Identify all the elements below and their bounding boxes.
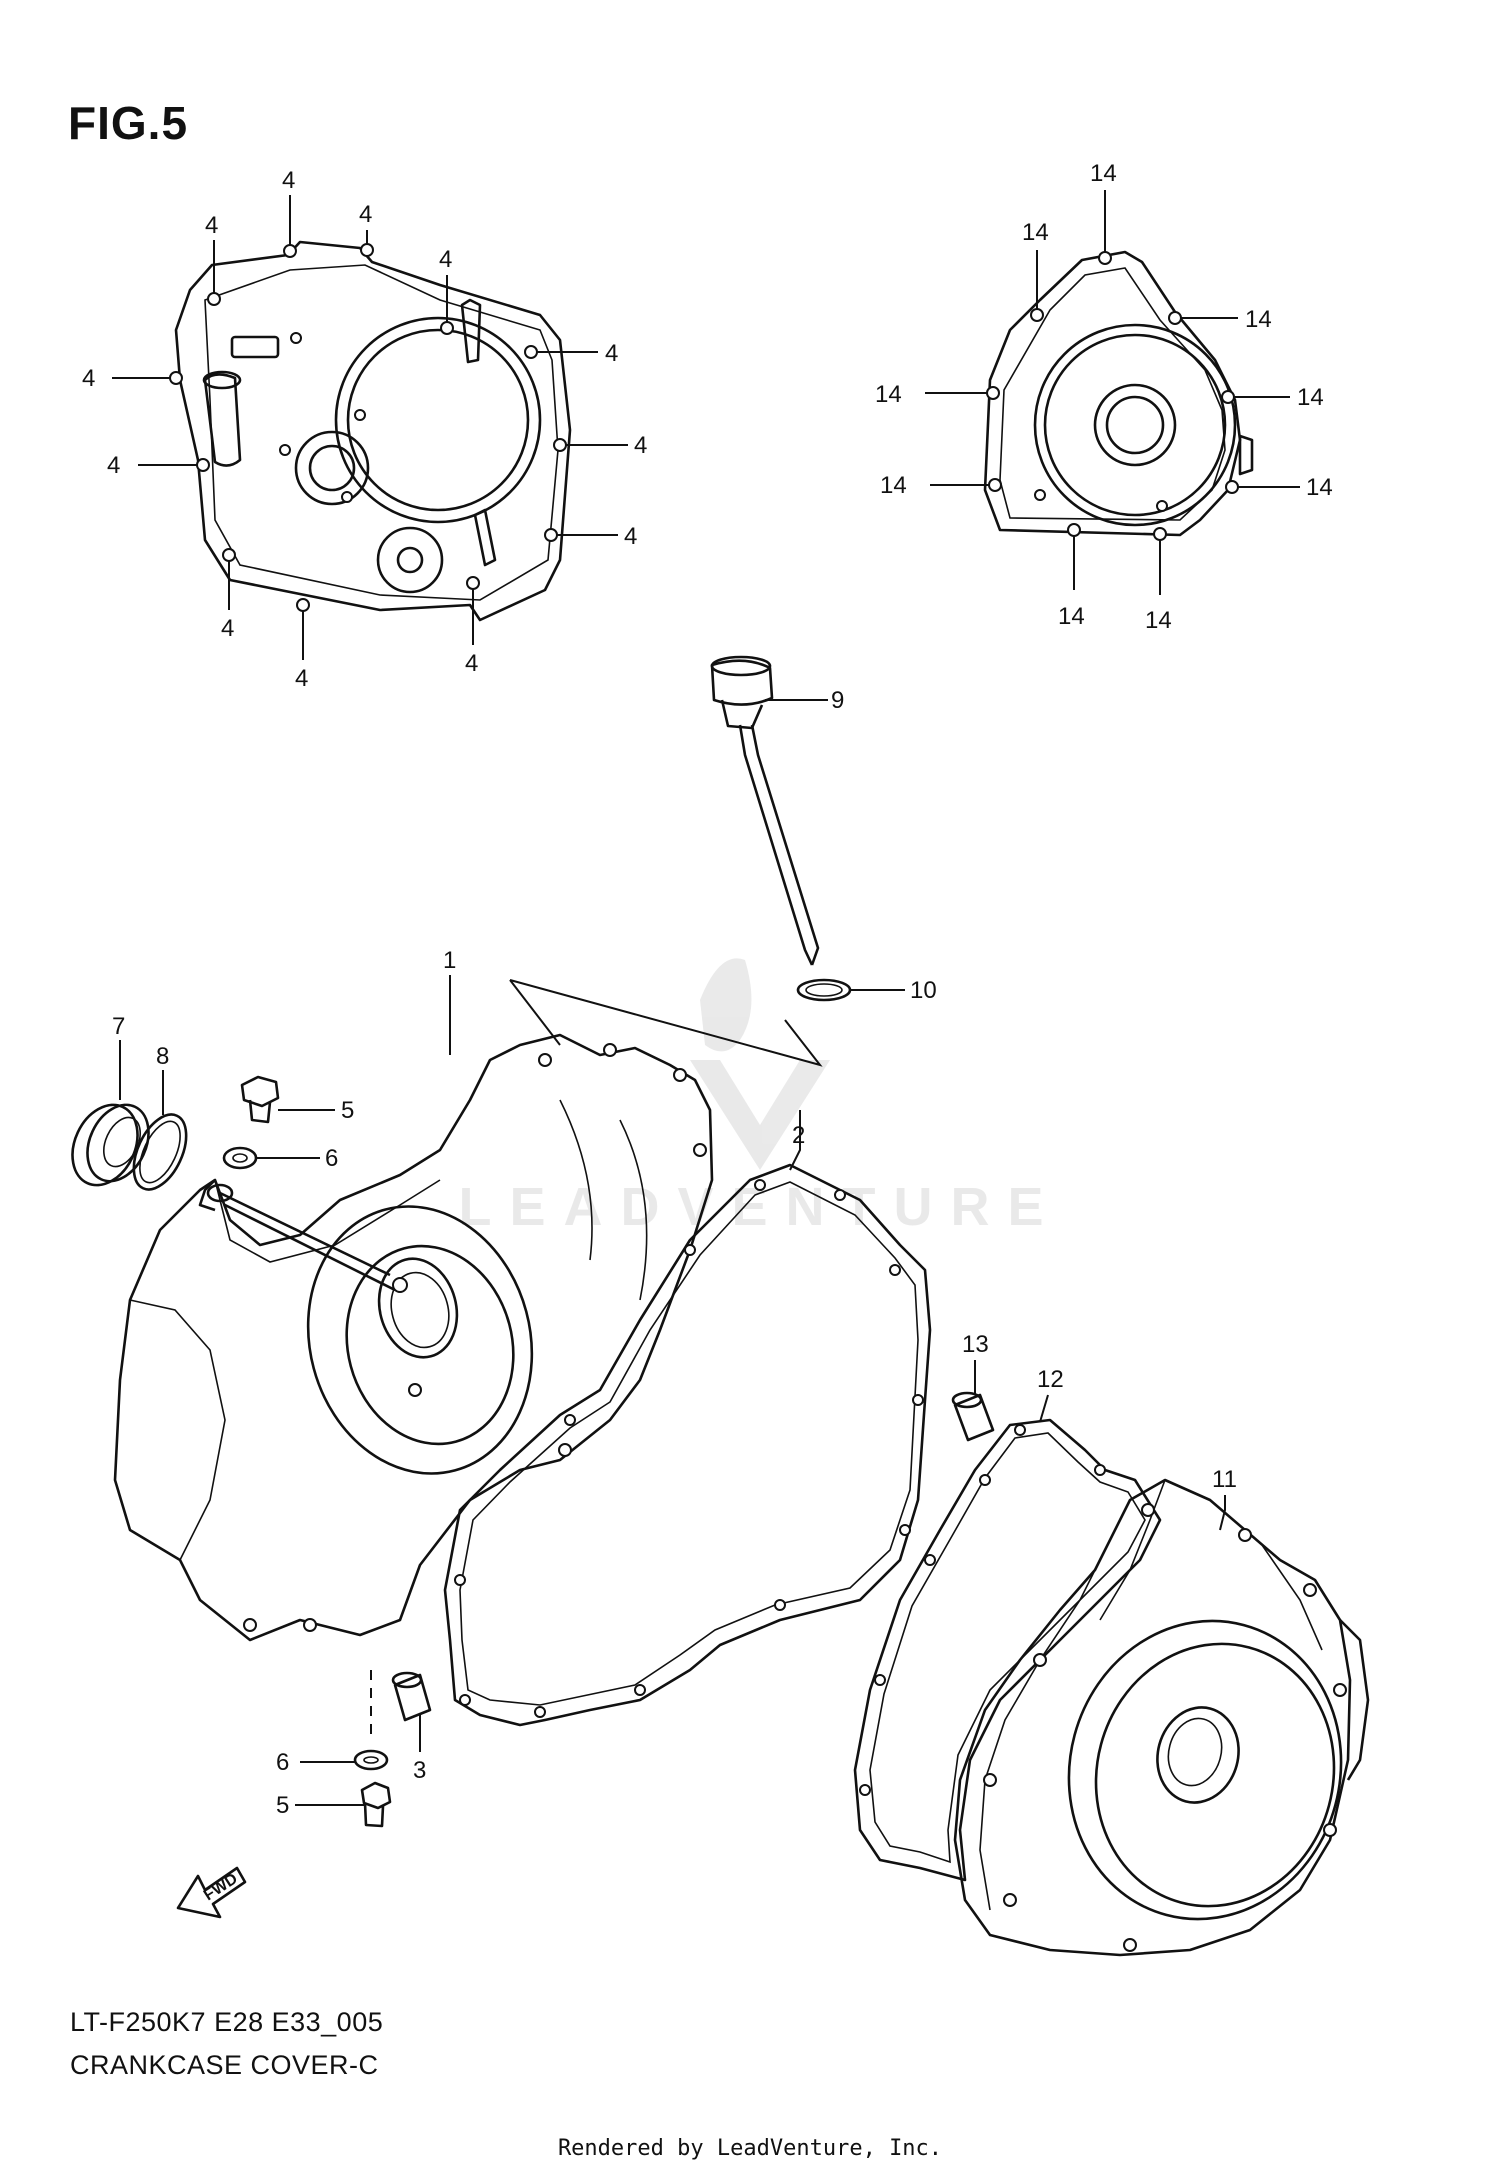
dowel-pin-right [951, 1360, 995, 1442]
callout-14: 14 [1090, 160, 1117, 187]
callout-4: 4 [221, 615, 234, 642]
callout-14: 14 [880, 472, 907, 499]
crankcase-cover [113, 975, 714, 1642]
callout-4: 4 [82, 365, 95, 392]
callout-4: 4 [624, 523, 637, 550]
gasket-washer [222, 1146, 320, 1170]
magneto-cover-gasket [853, 1394, 1162, 1882]
callout-4: 4 [359, 201, 372, 228]
callout-14: 14 [1306, 474, 1333, 501]
magneto-cover [953, 1478, 1370, 1957]
figure-title: FIG.5 [68, 97, 189, 149]
callout-14: 14 [1297, 384, 1324, 411]
callout-7: 7 [112, 1013, 125, 1040]
callout-4: 4 [205, 212, 218, 239]
callout-6: 6 [276, 1749, 289, 1776]
dowel-pin-left [391, 1671, 432, 1752]
callout-4: 4 [295, 665, 308, 692]
callout-8: 8 [156, 1043, 169, 1070]
callout-4: 4 [282, 167, 295, 194]
callout-14: 14 [1058, 603, 1085, 630]
callout-12: 12 [1037, 1366, 1064, 1393]
callout-5: 5 [276, 1792, 289, 1819]
callout-5: 5 [341, 1097, 354, 1124]
callout-4: 4 [439, 246, 452, 273]
callout-4: 4 [107, 452, 120, 479]
callout-1: 1 [443, 947, 456, 974]
callout-14: 14 [1145, 607, 1172, 634]
callout-13: 13 [962, 1331, 989, 1358]
callout-11: 11 [1212, 1466, 1237, 1493]
callout-4: 4 [634, 432, 647, 459]
diagram-name: CRANKCASE COVER-C [70, 2050, 379, 2080]
callout-14: 14 [1022, 219, 1049, 246]
oil-level-gauge [710, 655, 828, 966]
watermark-text: LEADVENTURE [458, 1177, 1061, 1237]
clutch-cover-inner-view [112, 195, 628, 660]
callout-labels: 4 4 4 4 4 4 4 4 4 4 4 4 14 14 14 14 14 1… [82, 160, 1333, 1819]
oil-seal [71, 1040, 150, 1187]
o-ring-small [132, 1070, 188, 1191]
callout-2: 2 [792, 1122, 805, 1149]
drain-bolt [240, 1075, 335, 1124]
watermark-logo: LEADVENTURE [458, 958, 1061, 1237]
crankcase-cover-gasket [443, 1110, 932, 1727]
diagram-code: LT-F250K7 E28 E33_005 [70, 2007, 384, 2037]
washer-lower [300, 1749, 389, 1771]
footer-credit: Rendered by LeadVenture, Inc. [557, 2136, 943, 2161]
callout-4: 4 [465, 650, 478, 677]
callout-6: 6 [325, 1145, 338, 1172]
callout-10: 10 [910, 977, 937, 1004]
magneto-cover-inner-view [925, 190, 1300, 595]
bolt-lower [295, 1781, 392, 1828]
callout-3: 3 [413, 1757, 426, 1784]
o-ring [796, 978, 905, 1002]
callout-14: 14 [875, 381, 902, 408]
fwd-direction-arrow: FWD [176, 1866, 247, 1919]
callout-14: 14 [1245, 306, 1272, 333]
callout-4: 4 [605, 340, 618, 367]
callout-9: 9 [831, 687, 844, 714]
